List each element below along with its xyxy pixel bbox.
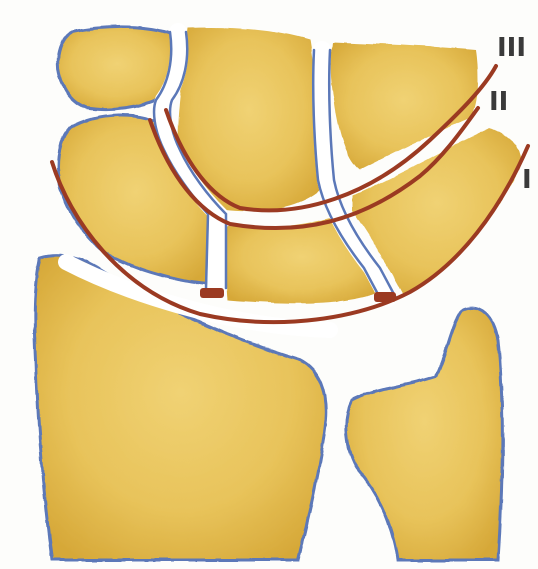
marker-left bbox=[200, 288, 224, 298]
arc-3-label: III bbox=[497, 33, 526, 63]
marker-right bbox=[374, 292, 396, 302]
bone-ulna bbox=[346, 308, 502, 560]
arc-2-label: II bbox=[489, 87, 508, 117]
arc-1-label: I bbox=[522, 165, 532, 195]
